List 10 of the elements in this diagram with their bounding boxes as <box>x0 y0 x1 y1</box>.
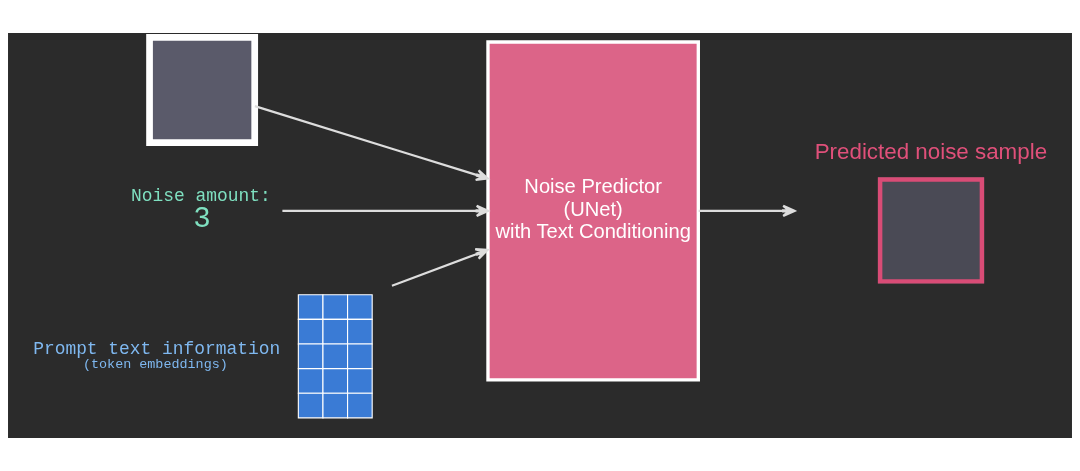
arrow <box>254 105 489 182</box>
node-box: Noise Predictor (UNet) with Text Conditioning <box>486 40 700 382</box>
node-label: Predicted noise sample <box>814 139 1048 165</box>
node-label: Prompt text information <box>33 338 281 359</box>
node-label: (token embeddings) <box>82 357 228 373</box>
arrow <box>282 204 489 218</box>
node-text: Noise amount: 3 <box>131 185 271 237</box>
arrow <box>391 248 489 287</box>
node-box <box>146 34 259 146</box>
arrow <box>698 204 796 218</box>
